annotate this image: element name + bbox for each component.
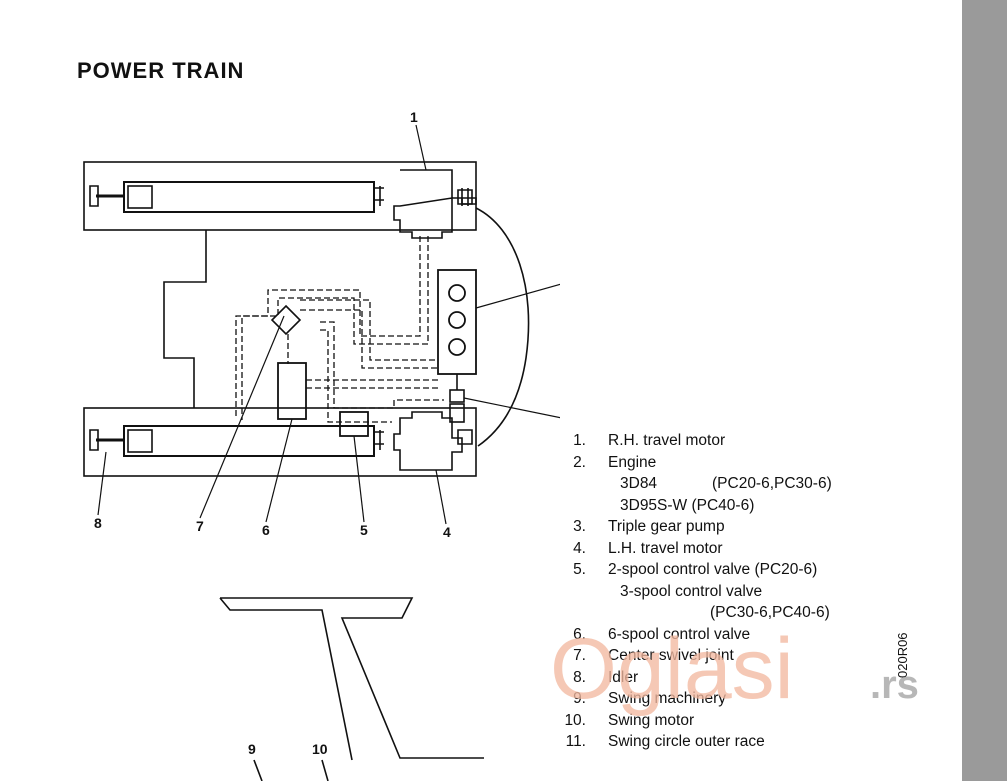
upper-frame-outline bbox=[163, 207, 530, 447]
lh-travel-motor bbox=[393, 411, 473, 471]
legend-item-6: 6. 6-spool control valve bbox=[573, 625, 751, 643]
figure-code: 020R06 bbox=[895, 632, 910, 678]
legend-item-10: 10. Swing motor bbox=[564, 711, 695, 729]
callout-1: 1 bbox=[410, 109, 418, 125]
rh-track bbox=[83, 161, 477, 231]
legend-item-5-variant: 3-spool control valve bbox=[620, 582, 763, 600]
callout-4: 4 bbox=[443, 524, 451, 540]
triple-gear-pump bbox=[449, 374, 465, 423]
legend-item-2: 2. Engine bbox=[573, 453, 657, 471]
callout-9: 9 bbox=[248, 741, 256, 757]
lh-track bbox=[83, 407, 477, 477]
callout-7: 7 bbox=[196, 518, 204, 534]
callout-5: 5 bbox=[360, 522, 368, 538]
legend-item-8: 8. Idler bbox=[573, 668, 639, 686]
legend-item-7: 7. Center swivel joint bbox=[573, 647, 734, 664]
legend-item-4: 4. L.H. travel motor bbox=[573, 539, 723, 557]
legend-item-11: 11. Swing circle outer race bbox=[565, 733, 765, 750]
legend: 1. R.H. travel motor 2. Engine 3D84 (PC2… bbox=[560, 430, 900, 753]
legend-item-1: 1. R.H. travel motor bbox=[573, 432, 726, 449]
legend-item-2-variant-b: 3D95S-W (PC40-6) bbox=[620, 496, 755, 514]
legend-item-9: 9. Swing machinery bbox=[573, 690, 727, 707]
legend-item-2-variant-a: 3D84 (PC20-6,PC30-6) bbox=[620, 475, 832, 492]
swing-parts bbox=[219, 597, 484, 781]
hydraulic-lines bbox=[235, 236, 444, 423]
legend-item-3: 3. Triple gear pump bbox=[573, 518, 725, 535]
leader-lines bbox=[97, 124, 560, 525]
legend-item-5: 5. 2-spool control valve (PC20-6) bbox=[573, 561, 818, 578]
swivel-joint bbox=[270, 304, 302, 336]
page-title: POWER TRAIN bbox=[77, 58, 245, 83]
legend-item-5-models: (PC30-6,PC40-6) bbox=[710, 604, 830, 621]
rh-travel-motor bbox=[393, 169, 477, 239]
engine bbox=[437, 269, 477, 375]
power-train-diagram: 1 2 3 4 5 6 7 8 9 10 bbox=[83, 109, 560, 781]
page-edge-strip bbox=[962, 0, 1007, 781]
callout-6: 6 bbox=[262, 522, 270, 538]
callout-10: 10 bbox=[312, 741, 328, 757]
callout-8: 8 bbox=[94, 515, 102, 531]
